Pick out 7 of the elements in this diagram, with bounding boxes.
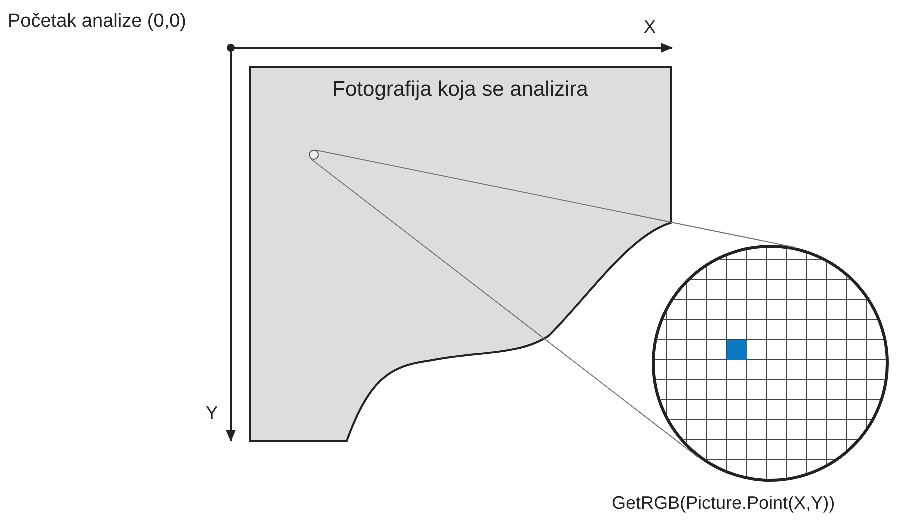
axis-label: Y	[206, 402, 218, 425]
zoom-line	[314, 150, 795, 248]
zoom-line	[310, 158, 699, 458]
function-caption: GetRGB(Picture.Point(X,Y))	[612, 492, 836, 515]
origin-label: Početak analize (0,0)	[8, 10, 186, 34]
photo-title: Fotografija koja se analizira	[332, 77, 590, 103]
axis-label: X	[644, 16, 656, 39]
